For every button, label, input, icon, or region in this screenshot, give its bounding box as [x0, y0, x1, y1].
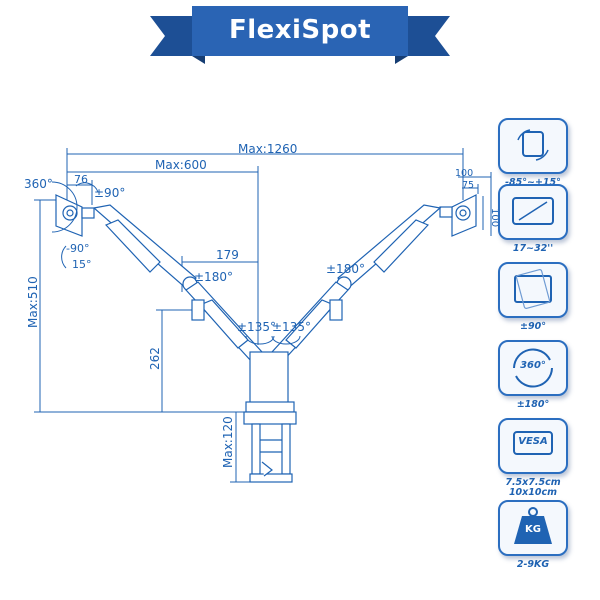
- left-vesa-plate: [55, 194, 95, 237]
- pole-height-label: 262: [148, 347, 162, 370]
- vesa-icon: VESA: [498, 418, 568, 474]
- vesa-outer-label: 100: [455, 168, 473, 179]
- feature-caption: ±180°: [516, 399, 550, 410]
- weight-icon: KG: [498, 500, 568, 556]
- left-arm: [92, 204, 263, 363]
- feature-weight: KG 2-9KG: [498, 500, 568, 570]
- max-height-label: Max:510: [26, 276, 40, 328]
- clamp-height-label: Max:120: [221, 416, 235, 468]
- tilt-arc: [61, 245, 67, 269]
- rotation-360-label: 360°: [24, 177, 53, 191]
- weight-badge: KG: [525, 524, 541, 535]
- base-arc-right: [271, 335, 301, 345]
- arm-segment-label: 179: [216, 248, 239, 262]
- feature-rotation: 360° ±180°: [498, 340, 568, 410]
- vesa-vertical-label: 100: [489, 208, 500, 227]
- elbow-right-label: ±180°: [326, 262, 365, 276]
- brand-banner: FlexiSpot: [0, 0, 600, 70]
- right-arm: [271, 204, 442, 363]
- pole-and-clamp: [243, 351, 297, 483]
- feature-vesa: VESA 7.5x7.5cm 10x10cm: [498, 418, 568, 498]
- base-left-label: ±135°: [237, 320, 276, 334]
- elbow-left-label: ±180°: [194, 270, 233, 284]
- feature-caption: -85°~+15°: [505, 177, 561, 188]
- vesa-badge: VESA: [518, 436, 548, 447]
- feature-caption: 7.5x7.5cm 10x10cm: [505, 477, 561, 498]
- right-vesa-plate: [439, 194, 477, 237]
- tilt-down-label: -90°: [66, 242, 89, 255]
- rotation-360-icon: 360°: [498, 340, 568, 396]
- feature-caption: 2-9KG: [516, 559, 550, 570]
- screen-size-icon: [498, 184, 568, 240]
- banner-ribbon: [150, 6, 450, 64]
- tilt-icon: [498, 118, 568, 174]
- feature-screen-size: 17~32'': [498, 184, 568, 254]
- feature-rotate-screen: ±90°: [498, 262, 568, 332]
- feature-tilt: -85°~+15°: [498, 118, 568, 188]
- vesa-inner-label: 75: [462, 180, 474, 191]
- bracket-offset-label: 76: [74, 173, 88, 186]
- swivel-label: ±90°: [94, 186, 125, 200]
- swivel-arc: [75, 182, 99, 193]
- rotation-arc-360: [51, 181, 78, 233]
- tilt-up-label: 15°: [72, 258, 92, 271]
- brand-name: FlexiSpot: [228, 15, 372, 45]
- rotation-badge: 360°: [520, 360, 546, 371]
- rotate-screen-icon: [498, 262, 568, 318]
- base-right-label: ±135°: [272, 320, 311, 334]
- max-width-label: Max:1260: [238, 142, 297, 156]
- feature-caption: 17~32'': [512, 243, 554, 254]
- max-reach-label: Max:600: [155, 158, 207, 172]
- feature-caption: ±90°: [520, 321, 546, 332]
